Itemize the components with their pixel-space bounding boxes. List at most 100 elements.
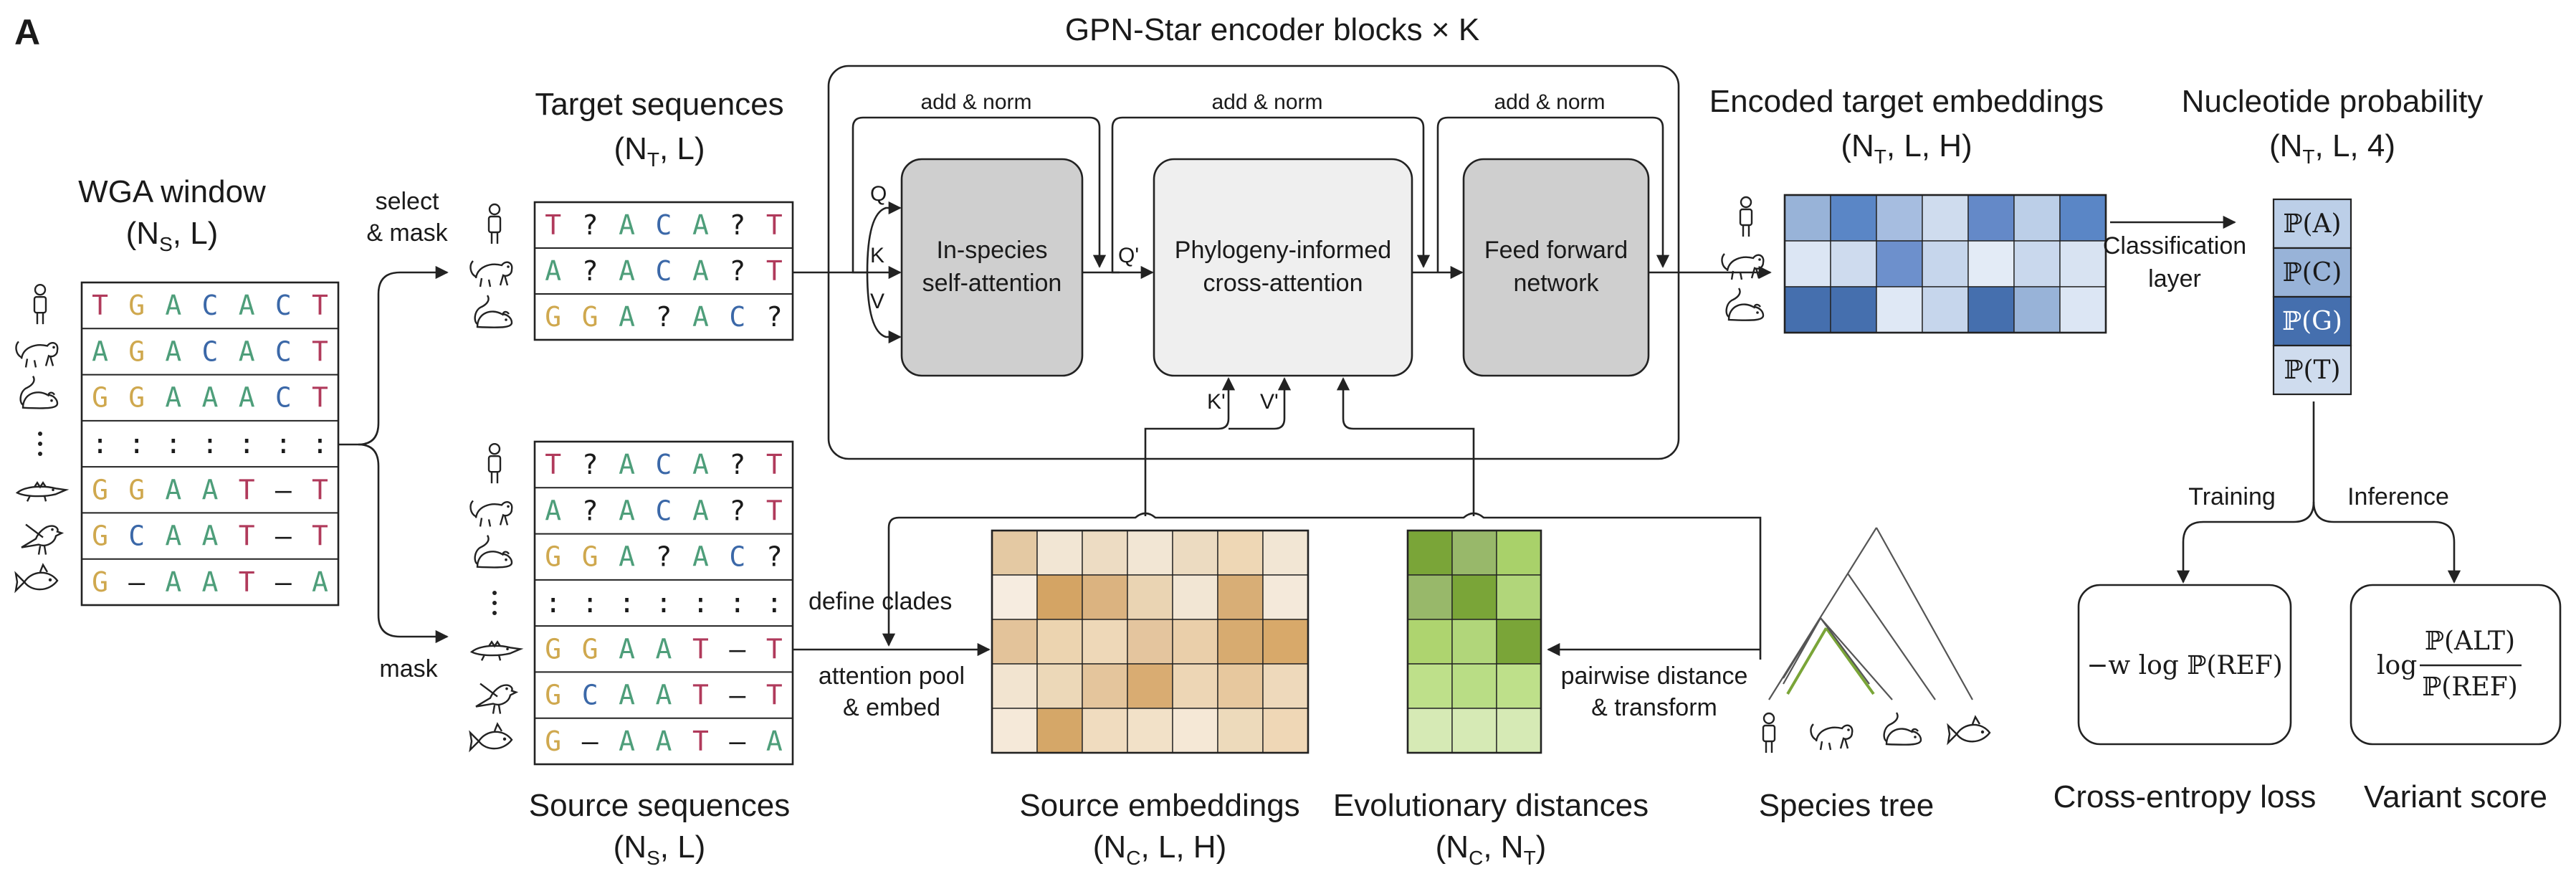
encoded-embedding-cell <box>1967 194 2015 242</box>
evo-distance-cell <box>1407 708 1453 753</box>
bird-icon <box>474 683 517 715</box>
encoded-embedding-cell <box>2013 240 2061 287</box>
evo-distance-cell <box>1496 619 1542 665</box>
target-nucleotide: A <box>692 301 709 333</box>
select-mask-label-2: & mask <box>366 219 448 247</box>
source-frame <box>533 440 794 766</box>
source-embedding-cell <box>1172 574 1218 620</box>
evo-distance-cell <box>1451 708 1497 753</box>
source-embedding-cell <box>1262 530 1309 576</box>
encoded-embedding-frame <box>1783 194 2107 334</box>
source-nucleotide: – <box>729 680 745 711</box>
source-nucleotide: C <box>656 495 672 526</box>
source-embedding-cell <box>1262 574 1309 620</box>
evo-distance-cell <box>1407 530 1453 576</box>
prob-label: ℙ(A) <box>2283 209 2341 239</box>
nucprob-title: Nucleotide probability <box>2182 84 2484 119</box>
attention-pool-label-2: & embed <box>843 694 940 721</box>
variant-numerator: ℙ(ALT) <box>2425 627 2515 656</box>
source-nucleotide: A <box>619 495 635 526</box>
wga-nucleotide: : <box>202 428 219 460</box>
encoded-embedding-cell <box>1784 286 1831 333</box>
q-prime-label: Q' <box>1118 244 1139 267</box>
loss-title: Cross-entropy loss <box>2053 779 2317 814</box>
loss-formula: −w log ℙ(REF) <box>2086 651 2283 680</box>
cross-attention-label-2: cross-attention <box>1203 270 1363 297</box>
source-embedding-cell <box>1127 708 1173 753</box>
target-nucleotide: ? <box>729 255 745 287</box>
source-nucleotide: T <box>766 495 783 526</box>
source-title: Source sequences <box>529 788 790 823</box>
wga-nucleotide: G <box>128 474 145 505</box>
evo-distance-cell <box>1496 530 1542 576</box>
encoder-main-flow <box>793 201 1772 344</box>
encoded-embedding-cell <box>1922 286 1969 333</box>
encoded-embedding-cell <box>2013 194 2061 242</box>
source-nucleotide: : <box>656 587 672 619</box>
wga-nucleotide: G <box>92 566 108 598</box>
loss-box <box>2077 584 2292 746</box>
source-nucleotide: T <box>692 726 709 757</box>
mouse-icon <box>1883 711 1922 746</box>
human-icon <box>487 442 502 485</box>
evo-distance-frame <box>1406 529 1542 754</box>
evo-distance-cell <box>1407 574 1453 620</box>
attention-pool-label-1: attention pool <box>819 662 965 690</box>
wga-nucleotide: T <box>312 520 328 552</box>
cross-attention-inputs <box>1144 377 1475 516</box>
target-frame <box>533 201 794 341</box>
source-nucleotide: A <box>619 726 635 757</box>
add-norm-label-3: add & norm <box>1494 90 1605 114</box>
target-nucleotide: A <box>692 209 709 241</box>
source-embedding-cell <box>1172 530 1218 576</box>
wga-nucleotide: A <box>165 520 181 552</box>
source-embedding-cell <box>991 663 1038 709</box>
source-nucleotide: : <box>619 587 635 619</box>
encoded-embedding-cell <box>1876 240 1923 287</box>
source-embedding-cell <box>1172 619 1218 665</box>
target-shape: (NT, L) <box>614 131 705 171</box>
source-nucleotide: A <box>545 495 561 526</box>
mouse-icon <box>1725 287 1765 321</box>
ellipsis-dot <box>492 611 497 615</box>
encoded-embedding-cell <box>1784 240 1831 287</box>
variant-denominator: ℙ(REF) <box>2422 672 2518 702</box>
inference-label: Inference <box>2347 483 2449 510</box>
evo-distance-cell <box>1496 574 1542 620</box>
wga-nucleotide: A <box>165 566 181 598</box>
source-embedding-cell <box>1082 619 1128 665</box>
wga-nucleotide: C <box>275 290 292 321</box>
source-nucleotide: A <box>656 633 672 665</box>
evo-distance-cell <box>1496 663 1542 709</box>
evo-distance-cell <box>1451 663 1497 709</box>
encoded-embedding-cell <box>1876 286 1923 333</box>
source-emb-shape: (NC, L, H) <box>1093 829 1226 869</box>
source-nucleotide: A <box>656 680 672 711</box>
evo-distance-cell <box>1451 619 1497 665</box>
encoded-embedding-cell <box>1830 286 1877 333</box>
wga-title: WGA window <box>78 174 266 209</box>
classification-label-1: Classification <box>2103 232 2246 260</box>
wga-nucleotide: : <box>239 428 255 460</box>
source-nucleotide: T <box>766 680 783 711</box>
fish-icon <box>469 723 513 751</box>
evo-distance-cell <box>1407 663 1453 709</box>
wga-nucleotide: – <box>275 520 292 552</box>
wga-nucleotide: A <box>165 474 181 505</box>
source-species-icons <box>469 442 522 751</box>
wga-nucleotide: T <box>239 520 255 552</box>
source-nucleotide: ? <box>729 495 745 526</box>
ffn-label-1: Feed forward <box>1484 237 1628 264</box>
encoded-embedding-cell <box>1922 194 1969 242</box>
define-clades-path <box>882 512 1762 660</box>
source-embedding-cell <box>1036 708 1083 753</box>
source-embedding-cell <box>1262 708 1309 753</box>
variant-box <box>2350 584 2562 746</box>
nucleotide-probability-stack: ℙ(A)ℙ(C)ℙ(G)ℙ(T) <box>2272 198 2352 396</box>
wga-nucleotide: A <box>239 290 255 321</box>
encoded-embedding-cell <box>2059 286 2107 333</box>
source-nucleotide: T <box>766 449 783 480</box>
v-prime-label: V' <box>1260 390 1279 414</box>
human-icon <box>1739 196 1753 238</box>
mask-label: mask <box>379 655 438 683</box>
